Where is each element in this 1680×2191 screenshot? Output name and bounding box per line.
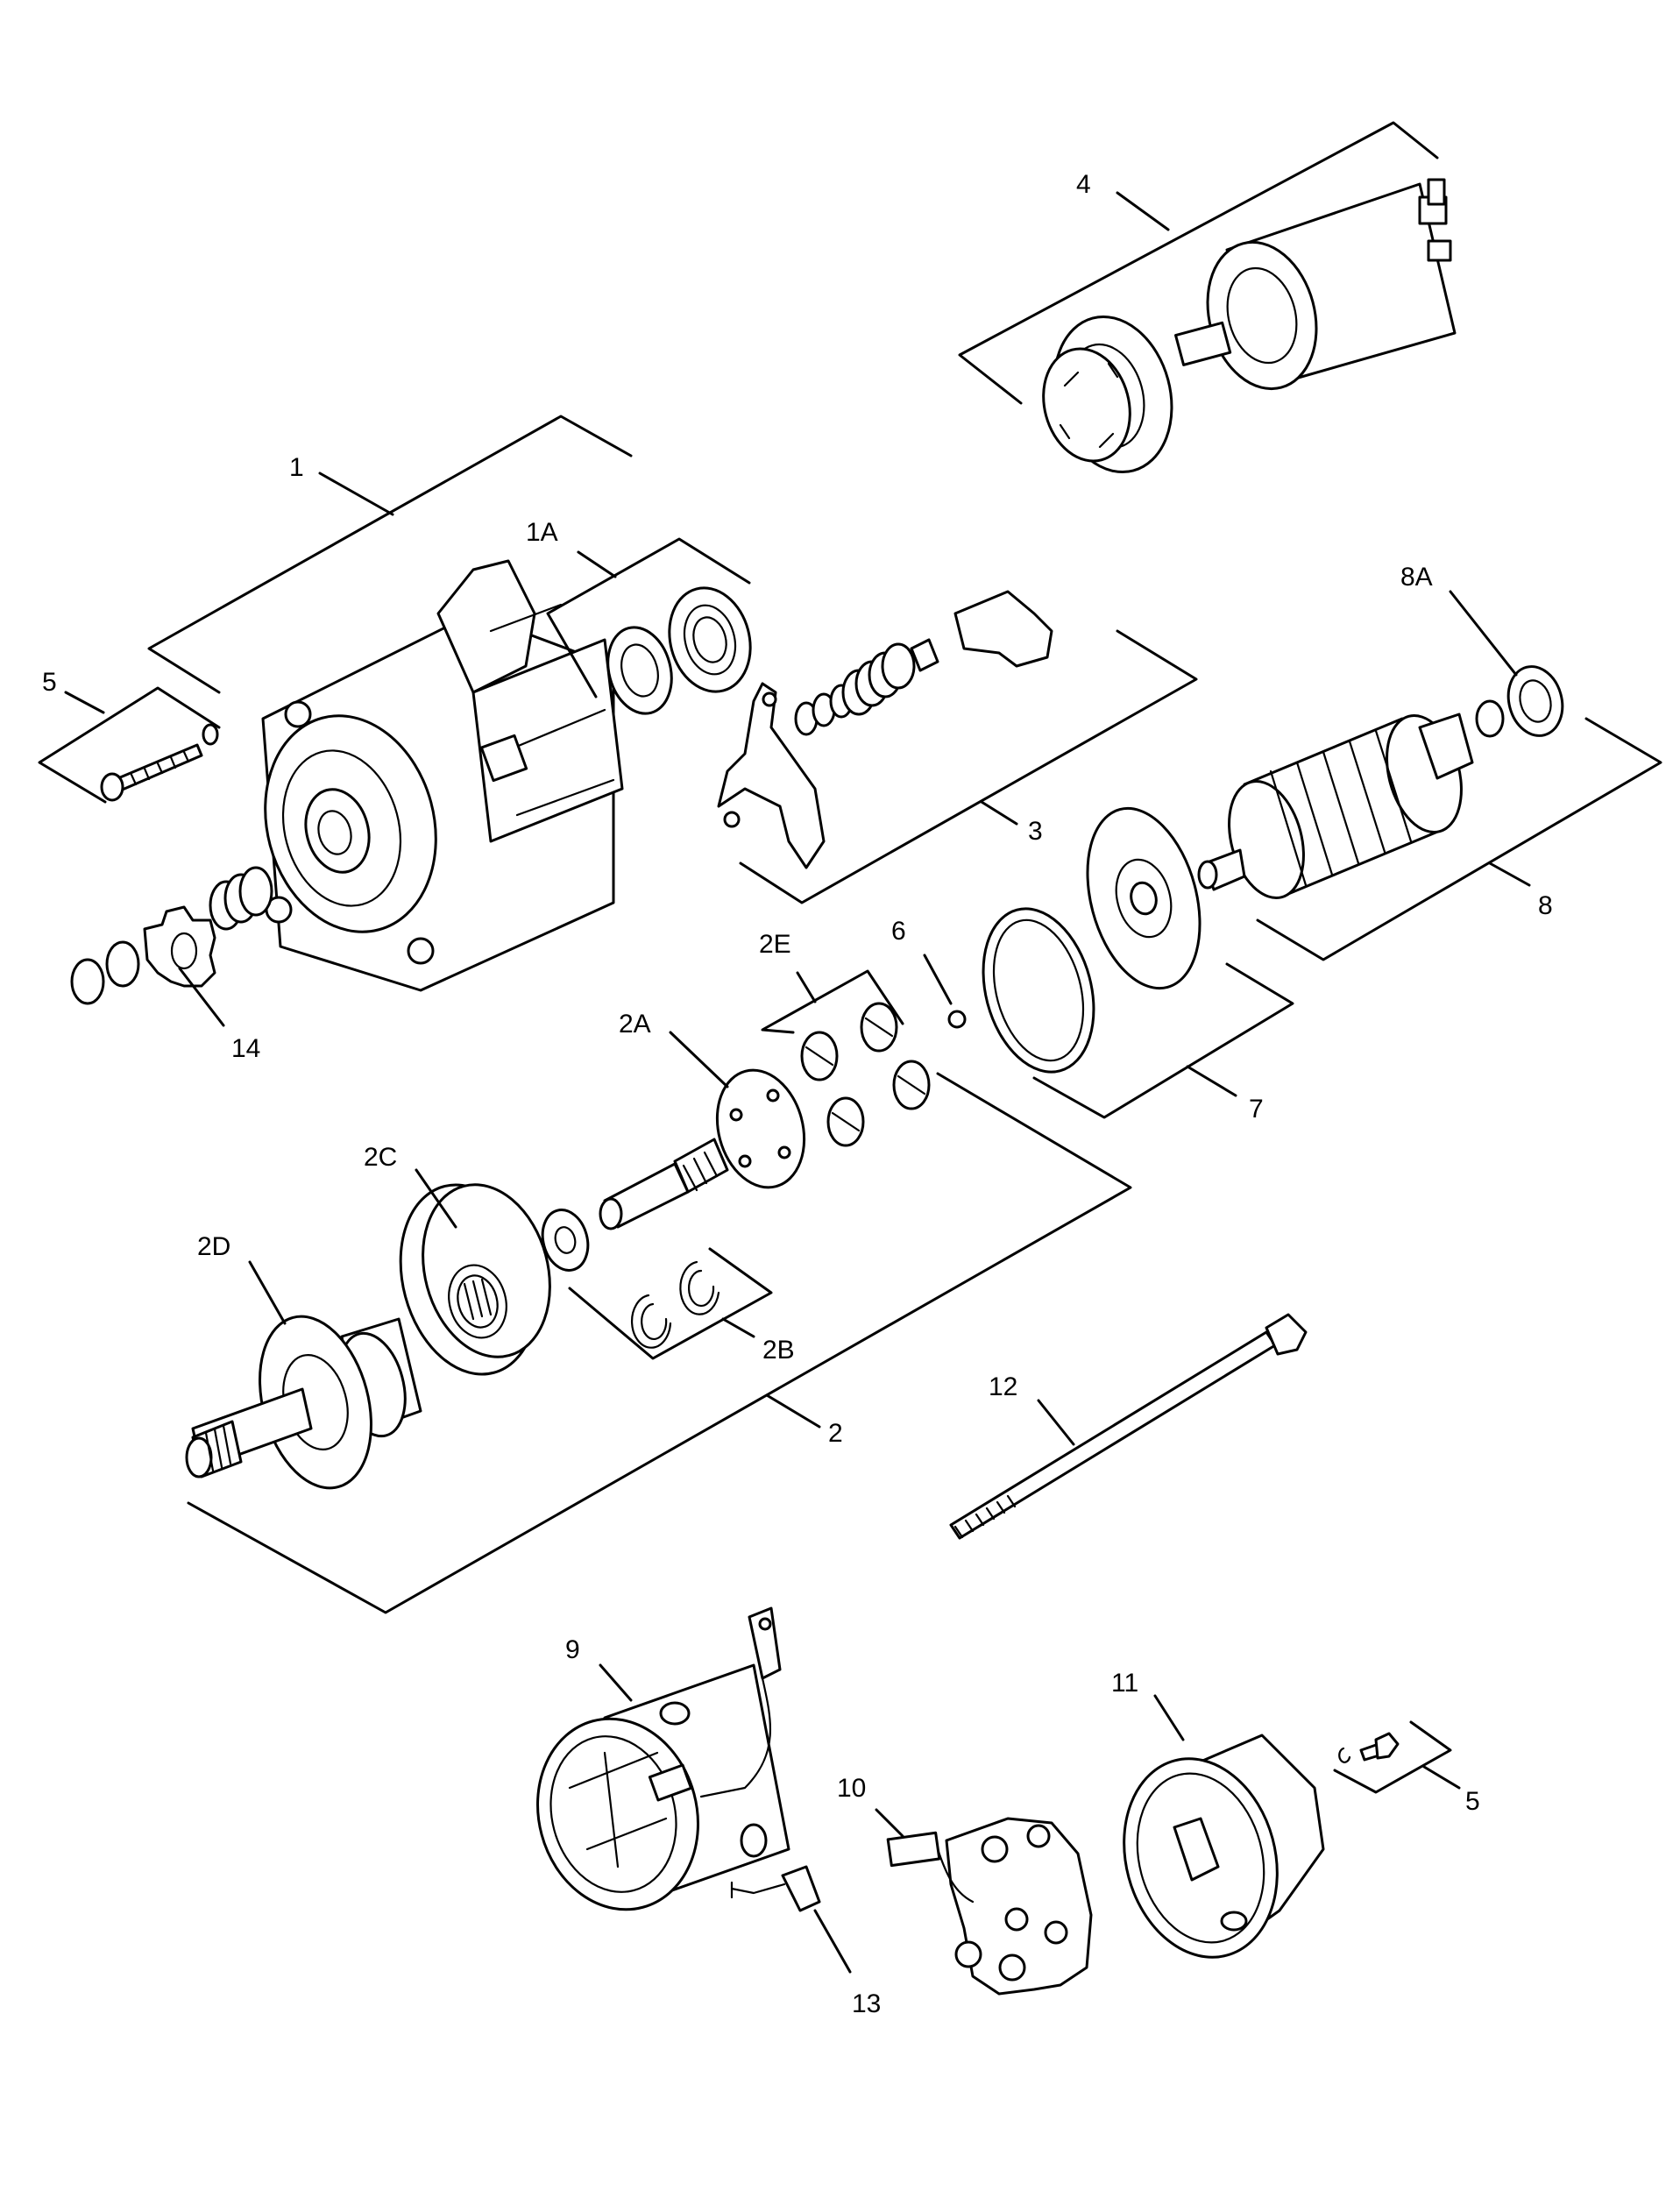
callout-label-13: 13 [852,1989,881,2018]
yoke-part-9 [536,1606,790,1911]
callout-label-8A: 8A [1400,563,1433,592]
solenoid-part-4 [1042,178,1457,474]
callout-leader-11 [1153,1694,1185,1741]
callout-bracket-1 [147,415,633,694]
callout-bracket-1A [546,537,751,698]
callout-leader-2A [669,1031,729,1088]
callout-label-2C: 2C [364,1143,397,1172]
callout-bracket-8 [1256,717,1662,961]
callout-bracket-5-bottom [1333,1720,1461,1794]
armature-part-8 [1197,713,1474,899]
callout-label-4: 4 [1076,170,1091,199]
callout-bracket-4 [958,121,1439,405]
callout-bracket-2B [568,1247,773,1360]
pinion-part-14 [70,866,273,1005]
callout-leader-14 [178,967,225,1027]
callout-leader-9 [599,1663,633,1702]
output-shaft-part-2D [185,1315,422,1490]
callout-bracket-3 [739,629,1198,904]
ball-part-6 [947,1010,967,1029]
callout-leader-2D [248,1260,287,1325]
callout-leader-2C [415,1168,457,1229]
brush-holder-part-10 [886,1817,1093,1996]
end-cover-part-11 [1123,1734,1325,1959]
washer-part-7 [982,806,1202,1074]
callout-label-14: 14 [231,1034,260,1063]
callout-leader-6 [923,954,953,1005]
bolt-part-5-top [100,723,219,802]
callout-label-5-top: 5 [42,668,57,697]
housing-part-1 [261,559,624,992]
callout-bracket-2E [761,969,904,1034]
shift-lever-part-3 [717,590,1053,869]
callout-leader-12 [1037,1399,1075,1446]
callout-label-7: 7 [1249,1095,1264,1124]
planet-gears-part-2E [800,1002,931,1147]
carrier-shaft-part-2A [599,1068,806,1230]
through-bolt-part-12 [949,1313,1308,1540]
callout-leader-8A [1449,590,1518,677]
callout-leader-13 [813,1909,852,1974]
callout-bracket-5-top [38,686,221,804]
screw-part-5-bottom [1338,1732,1400,1763]
callout-label-1A: 1A [526,518,558,547]
bearing-part-8A [1475,665,1564,738]
callout-label-2A: 2A [619,1010,651,1039]
callout-label-3: 3 [1028,817,1043,846]
callout-label-6: 6 [891,917,906,946]
callout-label-5-bottom: 5 [1465,1787,1480,1816]
callout-label-2: 2 [828,1419,843,1448]
callout-label-11: 11 [1111,1669,1138,1698]
callout-label-10: 10 [837,1774,866,1803]
callout-label-9: 9 [565,1635,580,1664]
callout-leader-10 [875,1808,904,1838]
bearing-part-1A [606,586,752,715]
callout-label-8: 8 [1538,891,1553,920]
brush-part-13 [730,1865,821,1912]
callout-bracket-2 [187,1072,1132,1614]
snap-rings-part-2B [541,1209,720,1349]
callout-label-1: 1 [289,453,304,482]
callout-label-2D: 2D [197,1232,230,1261]
callout-label-2B: 2B [762,1336,795,1365]
callout-label-2E: 2E [759,930,791,959]
callout-bracket-7 [1032,962,1294,1119]
callout-label-12: 12 [989,1372,1017,1401]
